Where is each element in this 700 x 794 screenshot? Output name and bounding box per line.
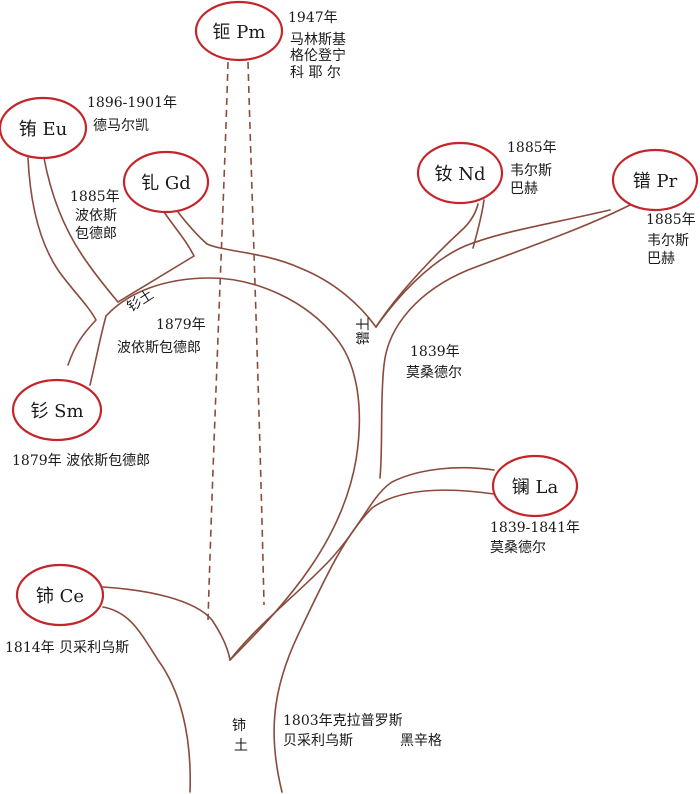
samarium-earth-label: 钐土 — [124, 287, 156, 316]
trunk-right-edge — [229, 466, 495, 661]
didymium-earth-year: 1839年 — [410, 344, 460, 360]
node-nd: 钕 Nd 1885年 韦尔斯 巴赫 — [416, 140, 557, 205]
cerium-earth-people: 贝采利乌斯 — [283, 733, 353, 749]
trunk-outer-right-edge — [273, 489, 495, 793]
node-ce: 铈 Ce 1814年 贝采利乌斯 — [5, 563, 129, 656]
sm-earth-lower-edge — [375, 209, 611, 328]
node-eu-circle — [0, 96, 88, 160]
node-sm-label: 钐 Sm — [30, 401, 83, 422]
node-la-circle — [491, 454, 579, 518]
node-pm-label: 钷 Pm — [213, 22, 266, 43]
ce-caption: 1814年 贝采利乌斯 — [5, 640, 129, 656]
node-pr: 镨 Pr 1885年 韦尔斯 巴赫 — [611, 148, 699, 267]
node-nd-circle — [416, 141, 504, 205]
trunk-left-edge — [102, 606, 192, 793]
sm-stem — [89, 315, 107, 386]
node-sm: 钐 Sm 1879年 波依斯包德郎 — [11, 378, 150, 469]
nd-join-edge-2 — [375, 203, 479, 328]
cerium-earth-label-2: 土 — [234, 738, 248, 754]
pm-dashed-right — [247, 61, 265, 606]
cerium-earth-label-1: 铈 — [232, 717, 246, 734]
pm-dashed-links — [207, 61, 265, 621]
node-gd-label: 钆 Gd — [141, 173, 191, 194]
gd-stem — [117, 211, 195, 303]
cerium-earth-people-2: 黑辛格 — [400, 733, 442, 749]
node-pm-circle — [194, 0, 284, 62]
central-trunk-left — [105, 277, 361, 661]
tree-branches — [27, 157, 631, 793]
pm-dashed-left — [207, 61, 229, 621]
nd-person-1: 韦尔斯 — [510, 163, 552, 179]
cerium-earth-year: 1803年克拉普罗斯 — [283, 713, 403, 729]
nd-join-edge — [472, 199, 485, 249]
node-eu: 铕 Eu 1896-1901年 德马尔凯 — [0, 95, 177, 160]
la-year: 1839-1841年 — [490, 520, 580, 536]
gd-person-1: 波依斯 — [75, 208, 117, 224]
branch-labels: 钐土 1879年 波依斯包德郎 镨土 1839年 莫桑德尔 铈 土 1803年克… — [117, 287, 462, 754]
node-la-label: 镧 La — [512, 477, 559, 498]
pm-person-1: 马林斯基 — [290, 31, 346, 48]
node-la: 镧 La 1839-1841年 莫桑德尔 — [490, 454, 580, 556]
eu-stem-outer — [27, 157, 97, 366]
node-eu-label: 铕 Eu — [19, 119, 67, 140]
ce-branch-inner-edge — [102, 586, 231, 661]
didymium-earth-label: 镨土 — [356, 317, 372, 345]
eu-person-1: 德马尔凯 — [93, 118, 149, 134]
node-pm: 钷 Pm 1947年 马林斯基 格伦登宁 科 耶 尔 — [194, 0, 346, 81]
node-pr-circle — [611, 148, 699, 212]
pr-person-1: 韦尔斯 — [647, 233, 689, 249]
nd-year: 1885年 — [507, 140, 557, 156]
pm-person-2: 格伦登宁 — [290, 47, 346, 64]
eu-year: 1896-1901年 — [87, 95, 177, 111]
nd-person-2: 巴赫 — [510, 181, 538, 197]
samarium-earth-year: 1879年 — [156, 317, 206, 333]
pm-person-3: 科 耶 尔 — [290, 65, 341, 81]
pr-person-2: 巴赫 — [647, 251, 675, 267]
sm-earth-upper-edge — [206, 243, 377, 328]
didymium-earth-people: 莫桑德尔 — [406, 365, 462, 381]
sm-caption: 1879年 波依斯包德郎 — [12, 453, 150, 469]
central-trunk-right — [379, 204, 631, 479]
eu-stem-inner — [43, 157, 119, 303]
node-nd-label: 钕 Nd — [435, 164, 486, 185]
node-sm-circle — [11, 378, 103, 442]
gd-stem-inner — [177, 211, 208, 245]
samarium-earth-people: 波依斯包德郎 — [117, 340, 201, 356]
node-ce-label: 铈 Ce — [36, 586, 84, 607]
gd-person-2: 包德郎 — [75, 226, 117, 242]
node-gd-circle — [122, 150, 210, 214]
pr-year: 1885年 — [646, 212, 696, 228]
node-gd: 钆 Gd 1885年 波依斯 包德郎 — [70, 150, 210, 242]
node-pr-label: 镨 Pr — [633, 171, 678, 192]
la-person-1: 莫桑德尔 — [490, 540, 546, 556]
gd-year: 1885年 — [70, 189, 120, 205]
node-ce-circle — [15, 563, 105, 627]
pm-year: 1947年 — [288, 10, 338, 26]
